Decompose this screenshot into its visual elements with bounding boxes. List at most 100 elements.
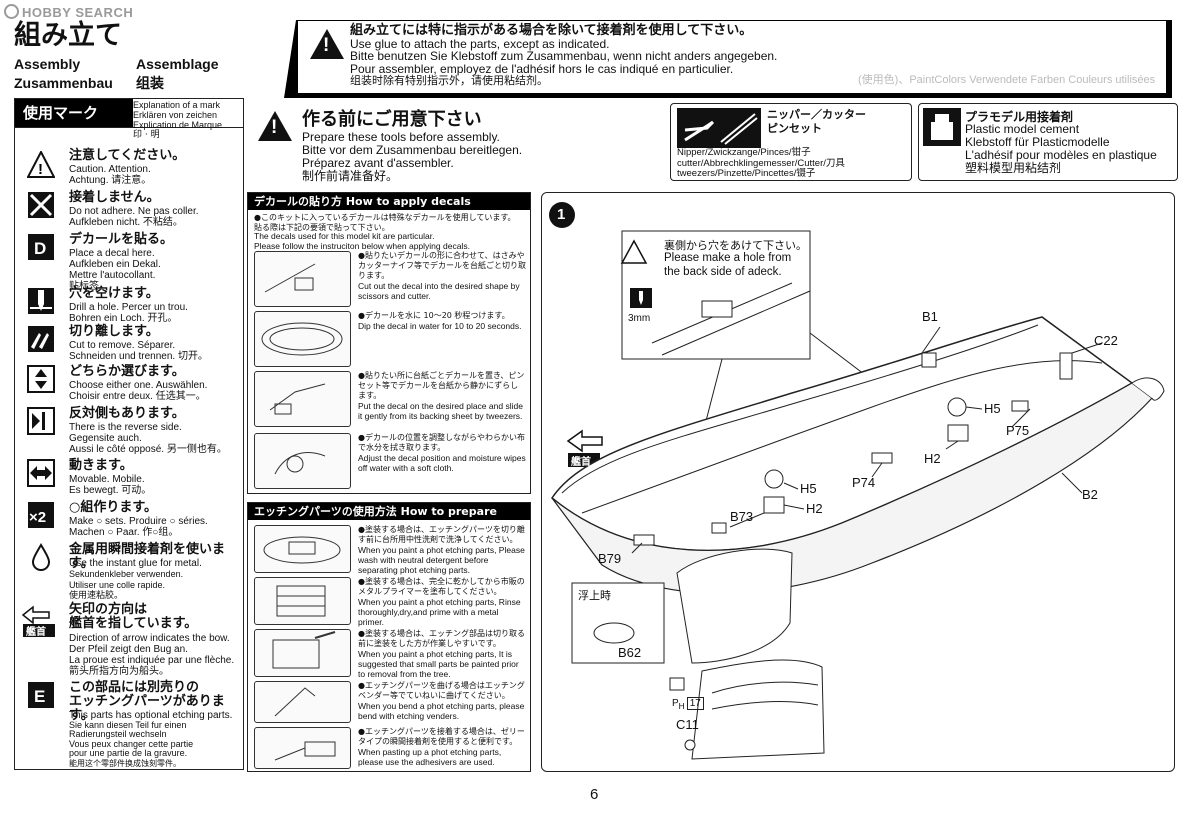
tool-line: Nipper/Zwickzange/Pinces/钳子 xyxy=(677,147,811,158)
decals-title: デカールの貼り方 How to apply decals xyxy=(248,193,530,210)
part-label: H2 xyxy=(806,501,823,516)
decal-step-illustration xyxy=(254,433,351,489)
cement-line: 塑料模型用粘结剂 xyxy=(965,161,1062,175)
svg-text:D: D xyxy=(34,239,46,258)
mark-ja: ○組作ります。 xyxy=(69,500,158,515)
decal-step-illustration xyxy=(254,251,351,307)
part-label: B1 xyxy=(922,309,938,324)
decal-step-illustration xyxy=(254,371,351,427)
caution-icon: ! xyxy=(27,151,55,178)
mark-ja: デカールを貼る。 xyxy=(69,232,174,247)
mark-en: Make ○ sets. Produire ○ séries.Machen ○ … xyxy=(69,516,208,538)
part-label: C22 xyxy=(1094,333,1118,348)
mark-ja: 穴を空けます。 xyxy=(69,286,159,301)
part-label: H5 xyxy=(984,401,1001,416)
mark-en: Movable. Mobile.Es bewegt. 可动。 xyxy=(69,474,152,496)
assembly-diagram: 1 裏側から穴をあけて下さい。 Please make a hole from … xyxy=(541,192,1175,772)
mark-en: Direction of arrow indicates the bow.Der… xyxy=(69,633,235,677)
mark-en: There is the reverse side.Gegensite auch… xyxy=(69,422,227,455)
drill-icon xyxy=(28,288,54,314)
hull-drawing xyxy=(549,202,1165,760)
decal-step: ●デカールを水に 10～20 秒程つけます。Dip the decal in w… xyxy=(358,311,522,331)
decals-intro-ja: ●このキットに入っているデカールは特殊なデカールを使用しています。 貼る際は下記… xyxy=(254,213,516,232)
part-label: C11 xyxy=(676,717,699,732)
part-label: B79 xyxy=(598,551,622,566)
tool-line: tweezers/Pinzette/Pincettes/镊子 xyxy=(677,168,816,179)
etching-step: ●塗装する場合は、エッチング部品は切り取る前に塗装をした方が作業しやすいです。W… xyxy=(358,629,525,679)
drill-size: 3mm xyxy=(628,313,651,324)
legend-subtitle-de: Erklären von zeichen xyxy=(133,110,218,120)
caution-icon xyxy=(258,111,292,141)
mark-en: Use the instant glue for metal.Sekundenk… xyxy=(69,558,202,601)
tools-box: ニッパー／カッター ピンセット Nipper/Zwickzange/Pinces… xyxy=(670,103,912,181)
mark-ja: 切り離します。 xyxy=(69,324,159,339)
step-number: 1 xyxy=(557,206,566,223)
legend-subtitle-zh: 印 · 明 xyxy=(133,130,160,140)
warning-en: Use glue to attach the parts, except as … xyxy=(350,36,610,51)
watermark-logo: HOBBY SEARCH xyxy=(4,4,133,20)
warning-zh: 组装时除有特别指示外，请使用粘结剂。 xyxy=(350,74,548,87)
movable-icon xyxy=(27,459,55,487)
float-label: 浮上時 xyxy=(578,589,611,602)
mark-ja: 金属用瞬間接着剤を使います。 xyxy=(69,542,226,571)
cut-icon xyxy=(28,326,54,352)
nipper-tweezers-icon xyxy=(677,108,761,148)
etching-step: ●エッチングパーツを接着する場合は、ゼリータイプの瞬間接着剤を使用すると便利です… xyxy=(358,727,525,767)
warning-de: Bitte benutzen Sie Klebstoff zum Zusamme… xyxy=(350,49,778,63)
etching-step: ●塗装する場合は、エッチングパーツを切り離す前に台所用中性洗剤で洗浄してください… xyxy=(358,525,525,575)
choose-icon xyxy=(27,365,55,393)
cement-line: Plastic model cement xyxy=(965,122,1080,136)
etching-step-illustration xyxy=(254,727,351,769)
page-number: 6 xyxy=(590,786,599,803)
etching-step: ●エッチングパーツを曲げる場合はエッチングベンダー等でていねいに曲げてください。… xyxy=(358,681,525,721)
etching-title: エッチングパーツの使用方法 How to prepare etching par… xyxy=(248,503,530,535)
part-label: H2 xyxy=(924,451,941,466)
part-label: B2 xyxy=(1082,487,1098,502)
svg-text:艦首: 艦首 xyxy=(26,625,46,638)
caution-icon xyxy=(620,239,648,264)
decals-intro-en: The decals used for this model kit are p… xyxy=(254,231,470,251)
title-de: Zusammenbau xyxy=(14,75,113,91)
marks-legend: 使用マーク Explanation of a mark Erklären von… xyxy=(14,98,244,770)
mark-ja: 注意してください。 xyxy=(69,148,186,163)
part-label: P74 xyxy=(852,475,876,490)
bow-arrow-icon: 艦首 xyxy=(21,605,55,638)
part-label: H5 xyxy=(800,481,817,496)
mark-en: Cut to remove. Séparer.Schneiden und tre… xyxy=(69,340,208,362)
etching-step-illustration xyxy=(254,629,351,677)
mark-en: Do not adhere. Ne pas coller.Aufkleben n… xyxy=(69,206,199,228)
prep-title: 作る前にご用意下さい xyxy=(302,109,482,130)
mark-en: Drill a hole. Percer un trou.Bohren ein … xyxy=(69,302,188,324)
instant-glue-icon xyxy=(31,543,51,571)
title-zh: 组装 xyxy=(136,76,164,92)
decal-step: ●貼りたいデカールの形に合わせて、はさみやカッターナイフ等でデカールを台紙ごと切… xyxy=(358,251,526,301)
legend-subtitle-en: Explanation of a mark xyxy=(133,100,221,110)
part-label: B62 xyxy=(618,645,642,660)
cement-line: L'adhésif pour modèles en plastique xyxy=(965,148,1157,162)
mark-ja: 矢印の方向は 艦首を指しています。 xyxy=(69,602,198,631)
cement-bottle-icon xyxy=(923,108,961,146)
etching-step-illustration xyxy=(254,525,351,573)
svg-text:×2: ×2 xyxy=(29,509,46,526)
legend-subtitle-fr: Explication de Marque xyxy=(133,120,223,130)
svg-text:!: ! xyxy=(38,161,43,178)
part-label: P75 xyxy=(1006,423,1030,438)
decal-icon: D xyxy=(28,234,54,260)
step-number-badge xyxy=(549,202,575,228)
legend-title: 使用マーク xyxy=(15,99,133,127)
etching-step: ●塗装する場合は、完全に乾かしてから市販のメタルプライマーを塗布してください。W… xyxy=(358,577,525,627)
decal-step: ●デカールの位置を調整しながらやわらかい布で水分を拭き取ります。Adjust t… xyxy=(358,433,526,473)
title-en: Assembly xyxy=(14,56,81,72)
mark-en: Choose either one. Auswählen.Choisir ent… xyxy=(69,380,208,402)
etching-step-illustration xyxy=(254,681,351,723)
mark-ja: 動きます。 xyxy=(69,458,133,473)
prep-zh: 制作前请准备好。 xyxy=(302,169,399,183)
decal-step-illustration xyxy=(254,311,351,367)
etching-panel: エッチングパーツの使用方法 How to prepare etching par… xyxy=(247,502,531,772)
svg-text:E: E xyxy=(34,687,45,706)
warning-fr: Pour assembler, employez de l'adhésif ho… xyxy=(350,61,734,76)
mark-ja: どちらか選びます。 xyxy=(69,364,185,379)
no-glue-icon xyxy=(28,192,54,218)
